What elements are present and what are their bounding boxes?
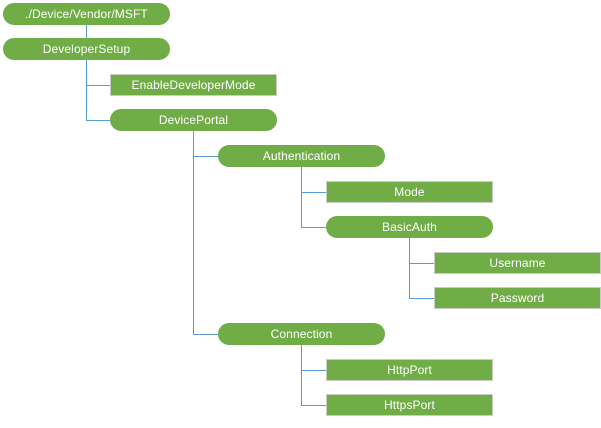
tree-node-username[interactable]: Username [434,252,601,274]
tree-node-basicauth[interactable]: BasicAuth [326,216,493,238]
tree-node-deviceportal[interactable]: DevicePortal [110,109,277,131]
tree-node-label-authentication: Authentication [262,149,341,163]
tree-node-label-deviceportal: DevicePortal [158,113,229,127]
tree-node-httpport[interactable]: HttpPort [326,359,493,381]
tree-node-connection[interactable]: Connection [218,323,385,345]
tree-node-developersetup[interactable]: DeveloperSetup [3,38,170,60]
tree-node-label-root: ./Device/Vendor/MSFT [25,7,148,21]
connector-root-to-developersetup [86,25,87,38]
tree-node-authentication[interactable]: Authentication [218,145,385,167]
tree-node-label-mode: Mode [394,185,425,199]
connector-auth-trunk [301,167,302,228]
tree-node-root[interactable]: ./Device/Vendor/MSFT [3,3,170,25]
tree-node-httpsport[interactable]: HttpsPort [326,394,493,416]
connector-basicauth-to-username [409,263,435,264]
connector-auth-to-basicauth [301,227,327,228]
connector-deviceportal-to-connection [193,334,219,335]
tree-node-password[interactable]: Password [434,287,601,309]
connector-deviceportal-to-auth [193,156,219,157]
connector-connection-to-httpport [301,370,327,371]
connector-developersetup-to-enable [86,85,111,86]
tree-node-label-developersetup: DeveloperSetup [42,42,131,56]
connector-developersetup-to-deviceportal [86,120,111,121]
tree-node-label-basicauth: BasicAuth [382,220,437,234]
connector-connection-to-httpsport [301,405,327,406]
tree-node-label-username: Username [489,256,546,270]
connector-connection-trunk [301,345,302,406]
connector-basicauth-trunk [409,238,410,299]
tree-node-mode[interactable]: Mode [326,181,493,203]
connector-deviceportal-trunk [193,131,194,334]
tree-node-enabledevelopermode[interactable]: EnableDeveloperMode [110,74,277,96]
tree-node-label-connection: Connection [270,327,333,341]
tree-node-label-enabledevelopermode: EnableDeveloperMode [131,78,256,92]
tree-node-label-httpsport: HttpsPort [384,398,435,412]
tree-node-label-password: Password [490,291,545,305]
connector-auth-to-mode [301,192,327,193]
connector-developersetup-trunk [86,60,87,121]
connector-basicauth-to-password [409,298,435,299]
tree-node-label-httpport: HttpPort [387,363,432,377]
